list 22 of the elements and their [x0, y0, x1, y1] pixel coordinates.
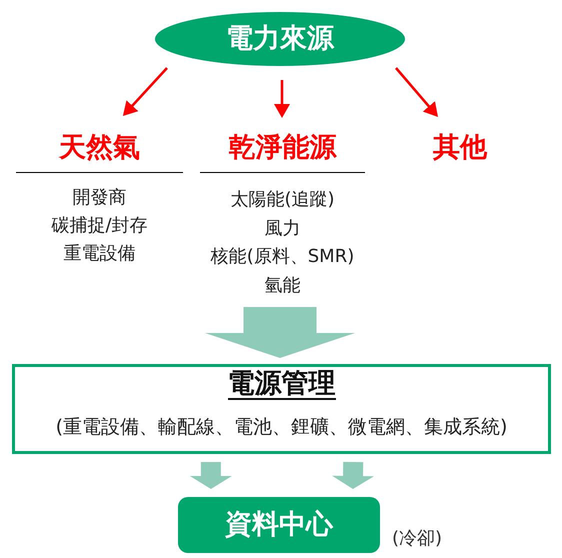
arrow [395, 67, 438, 117]
category-heading: 其他 [433, 133, 487, 163]
framed-box [12, 364, 551, 454]
block-arrow [205, 306, 355, 358]
arrow [122, 67, 168, 116]
list-item: 核能(原料、SMR) [210, 245, 354, 269]
title-ellipse: 電力來源 [155, 12, 405, 66]
side-note: (冷卻) [392, 527, 442, 551]
list-item: 太陽能(追蹤) [230, 188, 335, 212]
box-text: (重電設備、輸配線、電池、鋰礦、微電網、集成系統) [56, 415, 508, 440]
box-heading: 電源管理 [228, 370, 336, 400]
list-item: 風力 [264, 216, 300, 240]
category-heading: 天然氣 [59, 133, 140, 163]
list-item: 碳捕捉/封存 [51, 214, 148, 238]
list-item: 開發商 [72, 186, 126, 210]
block-arrow [332, 462, 374, 489]
list-item: 重電設備 [64, 242, 136, 266]
block-arrow [190, 462, 232, 489]
rounded-box: 資料中心 [178, 497, 380, 553]
arrow [274, 80, 290, 118]
list-item: 氫能 [264, 274, 300, 298]
category-heading: 乾淨能源 [228, 133, 336, 163]
